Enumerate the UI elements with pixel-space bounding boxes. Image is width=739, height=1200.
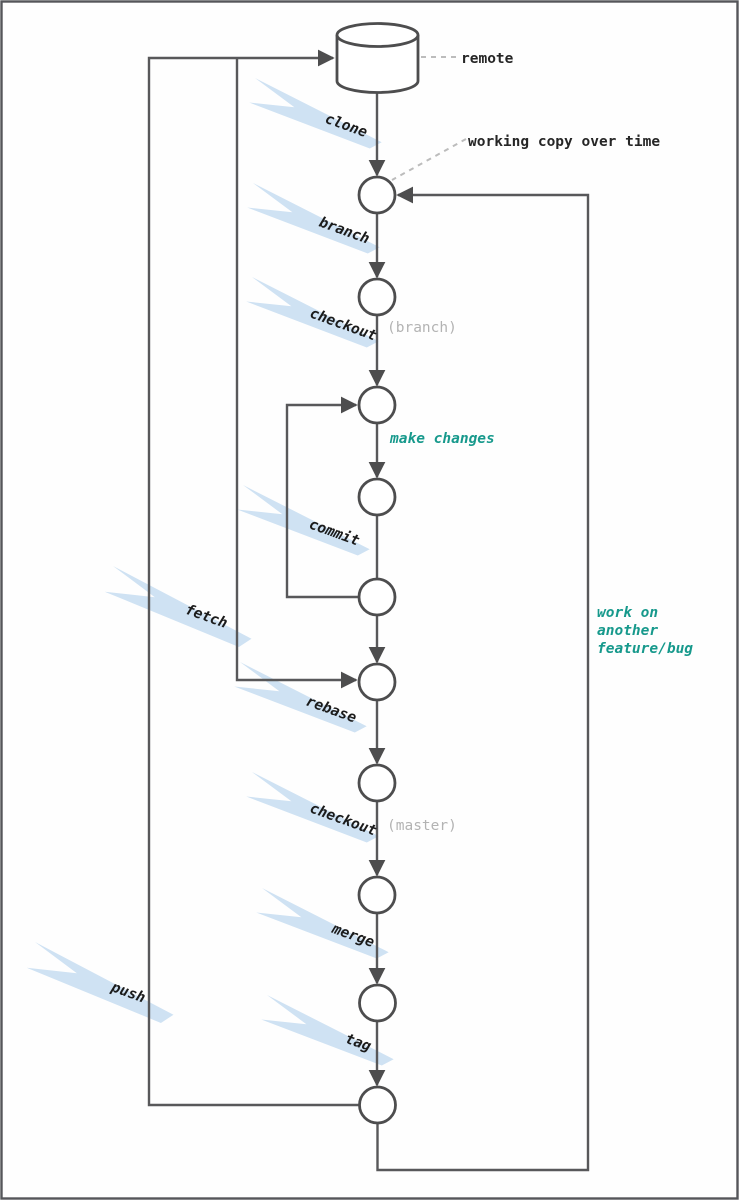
banner-ribbon-clone [249, 78, 382, 149]
commit-node-4 [357, 477, 397, 517]
qualifier-branch: (branch) [387, 320, 457, 336]
commit-loop-arrow [285, 396, 359, 599]
banner-ribbon-commit [237, 485, 370, 556]
remote-cylinder-icon [335, 22, 420, 94]
commit-node-9 [358, 983, 397, 1023]
remote-label: remote [461, 51, 514, 67]
banner-ribbon-checkout-master [246, 772, 379, 843]
commit-node-2 [357, 277, 397, 317]
banner-ribbon-fetch [104, 566, 252, 647]
banner-ribbon-branch [247, 183, 380, 254]
work-on-note-line-3: feature/bug [597, 641, 693, 657]
commit-node-7 [357, 763, 397, 803]
work-loop-arrow [376, 186, 590, 1172]
fetch-arrow [235, 59, 358, 689]
qualifier-master: (master) [387, 818, 457, 834]
nodes [335, 22, 420, 1125]
banner-ribbon-push [26, 942, 174, 1023]
banner-ribbon-checkout-branch [246, 277, 379, 348]
push-arrow [147, 49, 360, 1107]
commit-node-5 [357, 577, 397, 617]
callouts: remote working copy over time [391, 51, 660, 181]
working-copy-callout-dash [391, 138, 467, 181]
annotations: (branch) (master) make changes work on a… [387, 320, 693, 834]
work-on-note-line-2: another [597, 623, 658, 639]
make-changes-note: make changes [389, 431, 495, 447]
banner-ribbon-tag [261, 995, 394, 1066]
banner-ribbon-merge [256, 888, 389, 959]
commit-node-3 [357, 385, 397, 425]
commit-node-10 [358, 1085, 397, 1125]
commit-node-6 [357, 662, 397, 702]
work-on-note: work on another feature/bug [597, 605, 693, 657]
working-copy-label: working copy over time [468, 134, 660, 150]
commit-node-8 [357, 875, 397, 915]
commit-node-1 [357, 175, 397, 215]
work-on-note-line-1: work on [597, 605, 658, 621]
banner-ribbons [26, 78, 394, 1066]
flow-lines [147, 49, 590, 1172]
